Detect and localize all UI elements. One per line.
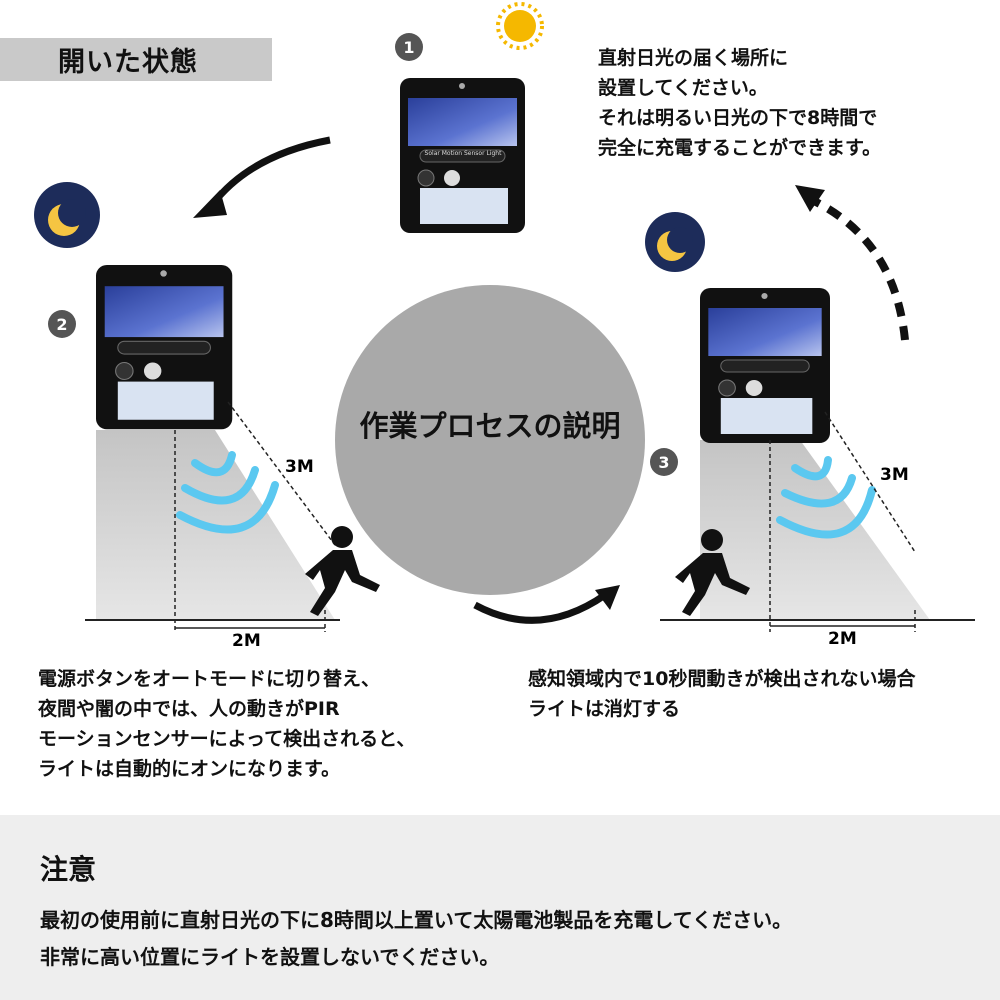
walking-person-icon — [675, 529, 750, 616]
svg-text:2: 2 — [56, 315, 67, 334]
solar-light-device-3 — [699, 287, 831, 444]
dashed-arrow-icon — [810, 196, 909, 341]
step-3-badge: 3 — [650, 448, 678, 476]
step-2-badge: 2 — [48, 310, 76, 338]
solar-light-device-2 — [95, 264, 233, 430]
distance-label: 2M — [828, 629, 857, 649]
right-description: 感知領域内で10秒間動きが検出されない場合 ライトは消灯する — [528, 664, 915, 724]
text-line: 直射日光の届く場所に — [598, 47, 789, 69]
distance-label: 3M — [880, 465, 909, 485]
sunlight-instructions: 直射日光の届く場所に 設置してください。 それは明るい日光の下で8時間で 完全に… — [598, 44, 881, 164]
left-description: 電源ボタンをオートモードに切り替え、 夜間や闇の中では、人の動きがPIR モーシ… — [38, 664, 415, 784]
moon-icon — [34, 182, 100, 248]
distance-label: 2M — [232, 631, 261, 651]
svg-text:3: 3 — [658, 453, 669, 472]
svg-text:1: 1 — [403, 38, 414, 57]
notice-line: 最初の使用前に直射日光の下に8時間以上置いて太陽電池製品を充電してください。 — [40, 908, 793, 932]
sun-icon — [496, 2, 544, 50]
text-line: ライトは自動的にオンになります。 — [38, 758, 341, 780]
motion-waves-left — [176, 451, 279, 534]
center-circle — [335, 285, 645, 595]
dimension-lines — [174, 401, 916, 632]
motion-waves-right — [776, 456, 876, 539]
page-title: 開いた状態 — [58, 47, 198, 78]
arrow-icon — [473, 592, 607, 624]
arrowhead-icon — [795, 185, 825, 212]
walking-person-icon — [305, 526, 380, 616]
center-title: 作業プロセスの説明 — [359, 409, 621, 443]
arrowhead-icon — [595, 585, 620, 610]
product-label: Solar Motion Sensor Light — [425, 150, 503, 157]
text-line: 電源ボタンをオートモードに切り替え、 — [38, 668, 381, 690]
notice-section — [0, 815, 1000, 1000]
text-line: 設置してください。 — [598, 77, 768, 99]
text-line: ライトは消灯する — [528, 698, 681, 720]
notice-line: 非常に高い位置にライトを設置しないでください。 — [40, 945, 500, 969]
notice-title: 注意 — [40, 853, 97, 886]
title-bar — [0, 38, 272, 81]
arrow-icon — [209, 136, 331, 208]
arrowhead-icon — [193, 190, 227, 218]
text-line: モーションセンサーによって検出されると、 — [38, 728, 416, 750]
text-line: 感知領域内で10秒間動きが検出されない場合 — [528, 668, 916, 690]
text-line: それは明るい日光の下で8時間で — [598, 107, 878, 129]
step-1-badge: 1 — [395, 33, 423, 61]
distance-label: 3M — [285, 457, 314, 477]
text-line: 完全に充電することができます。 — [598, 137, 882, 159]
text-line: 夜間や闇の中では、人の動きがPIR — [38, 698, 340, 720]
moon-icon — [645, 212, 705, 272]
